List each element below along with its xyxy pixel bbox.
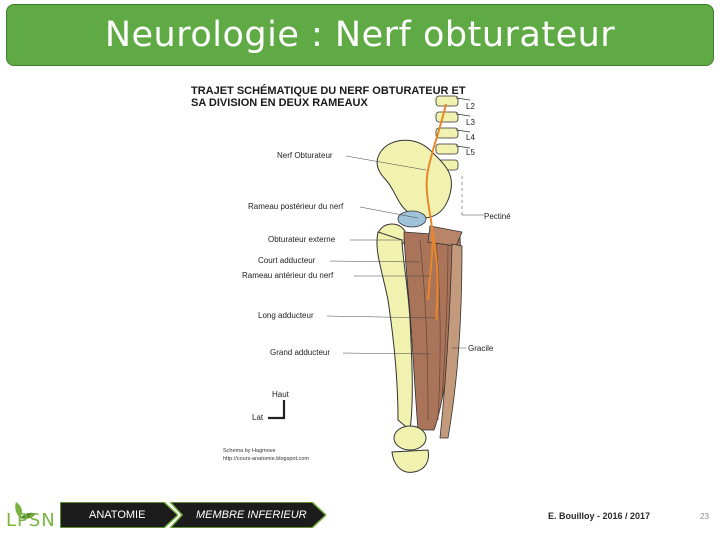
breadcrumb-membre-inferieur[interactable]: MEMBRE INFERIEUR bbox=[196, 509, 307, 521]
label-gracile: Gracile bbox=[468, 344, 494, 353]
diagram-credit-line1: Schema by Hagmove bbox=[223, 448, 276, 454]
orientation-lat-label: Lat bbox=[252, 413, 264, 422]
slide-title-bar: Neurologie : Nerf obturateur bbox=[6, 4, 714, 66]
label-court-adducteur: Court adducteur bbox=[258, 256, 316, 265]
label-rameau-posterieur: Rameau postérieur du nerf bbox=[248, 202, 344, 211]
obturator-foramen bbox=[397, 210, 427, 228]
label-rameau-anterieur: Rameau antérieur du nerf bbox=[242, 271, 334, 280]
lpsn-logo-icon bbox=[15, 502, 36, 519]
page-number: 23 bbox=[700, 512, 709, 521]
diagram-title-line2: SA DIVISION EN DEUX RAMEAUX bbox=[191, 97, 369, 109]
leader-lines bbox=[326, 155, 484, 355]
obturator-nerve bbox=[425, 103, 447, 321]
patella bbox=[393, 425, 427, 451]
gracilis-muscle bbox=[439, 243, 463, 439]
breadcrumb-anatomie-shape[interactable] bbox=[60, 502, 178, 528]
lumbar-spine bbox=[435, 95, 471, 215]
orientation-indicator bbox=[268, 400, 286, 420]
logo-text: LPSN bbox=[6, 510, 56, 531]
tibia-head bbox=[391, 449, 429, 473]
vertebra-label-l2: L2 bbox=[466, 102, 475, 111]
vertebra-label-l4: L4 bbox=[466, 133, 475, 142]
breadcrumb-anatomie[interactable]: ANATOMIE bbox=[89, 509, 146, 521]
orientation-up-label: Haut bbox=[272, 390, 290, 399]
slide-title: Neurologie : Nerf obturateur bbox=[104, 15, 616, 55]
vertebra-label-l5: L5 bbox=[466, 148, 475, 157]
label-obturateur-externe: Obturateur externe bbox=[268, 235, 336, 244]
hip-bone bbox=[376, 139, 452, 219]
diagram-credit-line2: http://cours-anatomie.blogspot.com bbox=[223, 456, 309, 462]
label-long-adducteur: Long adducteur bbox=[258, 311, 314, 320]
label-pectine: Pectiné bbox=[484, 212, 511, 221]
diagram-title-line1: TRAJET SCHÉMATIQUE DU NERF OBTURATEUR ET bbox=[191, 84, 466, 97]
vertebra-label-l3: L3 bbox=[466, 118, 475, 127]
breadcrumb-membre-inferieur-shape[interactable] bbox=[170, 502, 326, 528]
author-credit: E. Bouilloy - 2016 / 2017 bbox=[548, 511, 651, 521]
label-grand-adducteur: Grand adducteur bbox=[270, 348, 330, 357]
label-nerf-obturateur: Nerf Obturateur bbox=[277, 151, 333, 160]
